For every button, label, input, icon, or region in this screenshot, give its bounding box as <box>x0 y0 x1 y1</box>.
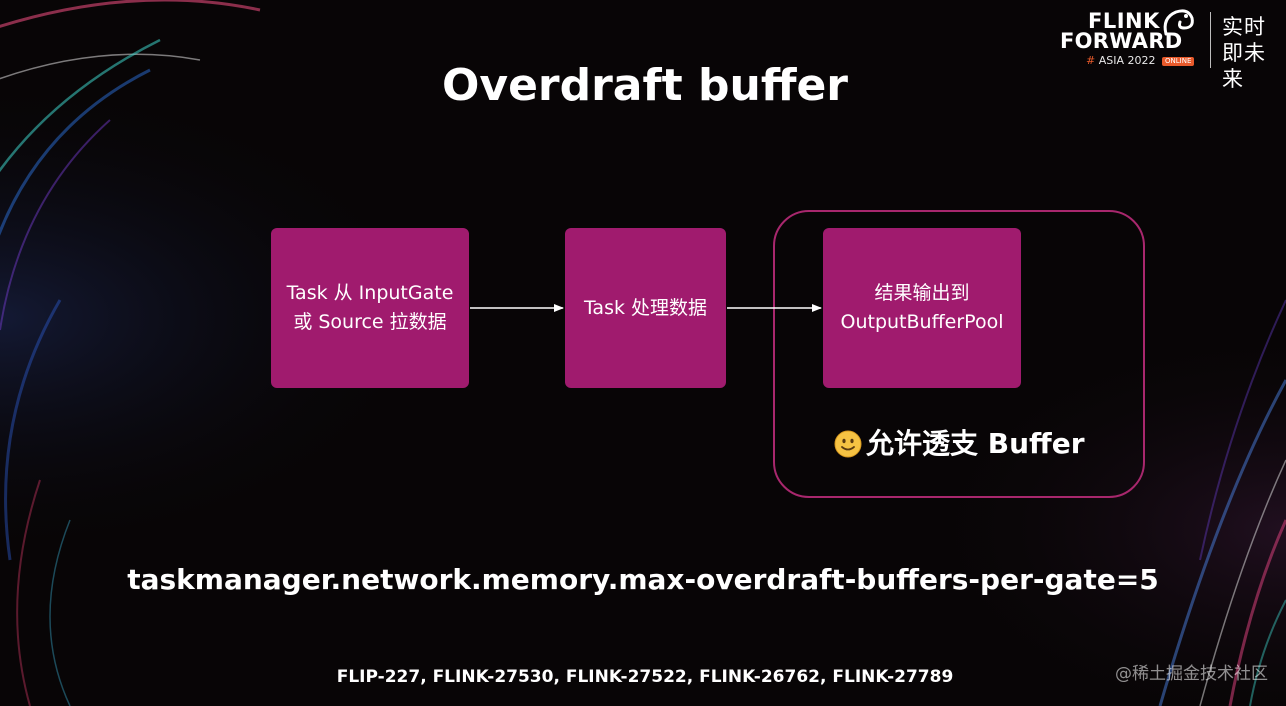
config-parameter: taskmanager.network.memory.max-overdraft… <box>127 563 1159 596</box>
logo-slogan: 实时即未来 <box>1222 15 1266 91</box>
overdraft-note: 允许透支 Buffer <box>834 424 1085 464</box>
overdraft-note-text: 允许透支 Buffer <box>866 427 1085 460</box>
step-label-output: 结果输出到 OutputBufferPool <box>840 282 1004 333</box>
step-box-output: 结果输出到 OutputBufferPool <box>823 228 1021 388</box>
step-label-fetch-input: Task 从 InputGate 或 Source 拉数据 <box>286 282 454 333</box>
step-box-process: Task 处理数据 <box>565 228 726 388</box>
overdraft-group-frame <box>773 210 1145 498</box>
logo-forward-text: FORWARD <box>1060 29 1183 53</box>
squirrel-logo-icon <box>1163 9 1194 36</box>
flink-forward-logo: FLINK FORWARD # ASIA 2022 ONLINE 实时即未来 <box>1058 8 1278 91</box>
slide-title: Overdraft buffer <box>441 60 848 111</box>
issue-references: FLIP-227, FLINK-27530, FLINK-27522, FLIN… <box>336 667 954 687</box>
logo-hash: # <box>1086 54 1096 67</box>
logo-online-badge: ONLINE <box>1162 56 1195 66</box>
logo-event-line: # ASIA 2022 ONLINE <box>1086 54 1195 67</box>
watermark: @稀土掘金技术社区 <box>1115 664 1268 684</box>
logo-event-name: ASIA 2022 <box>1098 54 1156 67</box>
step-box-fetch-input: Task 从 InputGate 或 Source 拉数据 <box>271 228 469 388</box>
logo-flink-text: FLINK <box>1088 9 1160 33</box>
logo-divider <box>1210 12 1211 68</box>
smiling-face-emoji-icon <box>834 430 862 458</box>
step-label-process: Task 处理数据 <box>583 296 708 319</box>
